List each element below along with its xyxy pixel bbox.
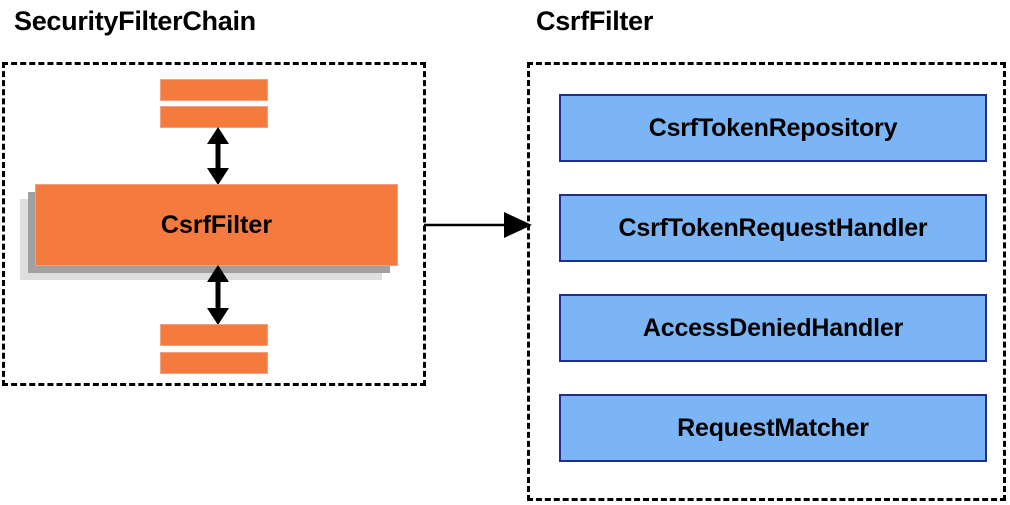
collaborator-label: CsrfTokenRequestHandler (618, 213, 928, 242)
filter-chain-bar-bottom-1 (160, 324, 268, 346)
collaborator-label: RequestMatcher (677, 413, 869, 442)
panel-title-csrf-filter: CsrfFilter (536, 6, 654, 36)
double-arrow-top-icon (205, 127, 231, 185)
collaborator-csrf-token-repository[interactable]: CsrfTokenRepository (526, 94, 991, 184)
csrf-filter-panel (527, 62, 1006, 501)
connector-arrow-icon (424, 210, 532, 240)
csrf-filter-box-label: CsrfFilter (160, 210, 273, 239)
double-arrow-bottom-icon (205, 265, 231, 325)
collaborator-box[interactable]: RequestMatcher (559, 394, 987, 462)
collaborator-box[interactable]: AccessDeniedHandler (559, 294, 987, 362)
filter-chain-bar-top-2 (160, 106, 268, 128)
collaborator-csrf-token-request-handler[interactable]: CsrfTokenRequestHandler (526, 194, 991, 284)
filter-chain-bar-top-1 (160, 79, 268, 101)
filter-chain-bar-bottom-2 (160, 352, 268, 374)
csrf-filter-box[interactable]: CsrfFilter (35, 184, 398, 266)
collaborator-shadow-inner (526, 462, 954, 505)
collaborator-box[interactable]: CsrfTokenRepository (559, 94, 987, 162)
collaborator-request-matcher[interactable]: RequestMatcher (526, 394, 991, 484)
collaborator-label: CsrfTokenRepository (648, 113, 898, 142)
collaborator-box[interactable]: CsrfTokenRequestHandler (559, 194, 987, 262)
panel-title-security-filter-chain: SecurityFilterChain (14, 6, 256, 36)
collaborator-label: AccessDeniedHandler (642, 313, 904, 342)
collaborator-access-denied-handler[interactable]: AccessDeniedHandler (526, 294, 991, 384)
